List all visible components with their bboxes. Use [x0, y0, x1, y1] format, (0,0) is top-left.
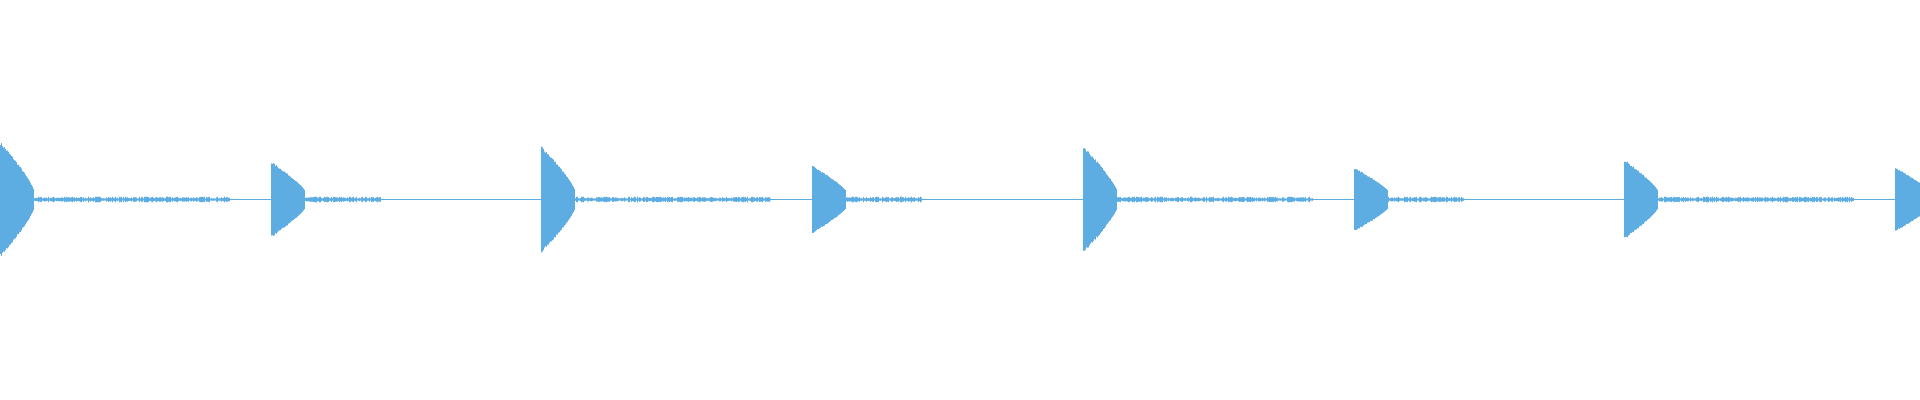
waveform-onset-4: [812, 166, 1083, 233]
waveform-onset-8: [1895, 168, 1920, 231]
waveform-onset-1: [0, 143, 271, 256]
waveform-onset-3: [541, 146, 812, 253]
waveform-onset-2: [271, 163, 542, 236]
waveform-onset-6: [1354, 169, 1625, 230]
waveform-onset-5: [1083, 148, 1354, 251]
waveform-onset-7: [1624, 161, 1895, 238]
